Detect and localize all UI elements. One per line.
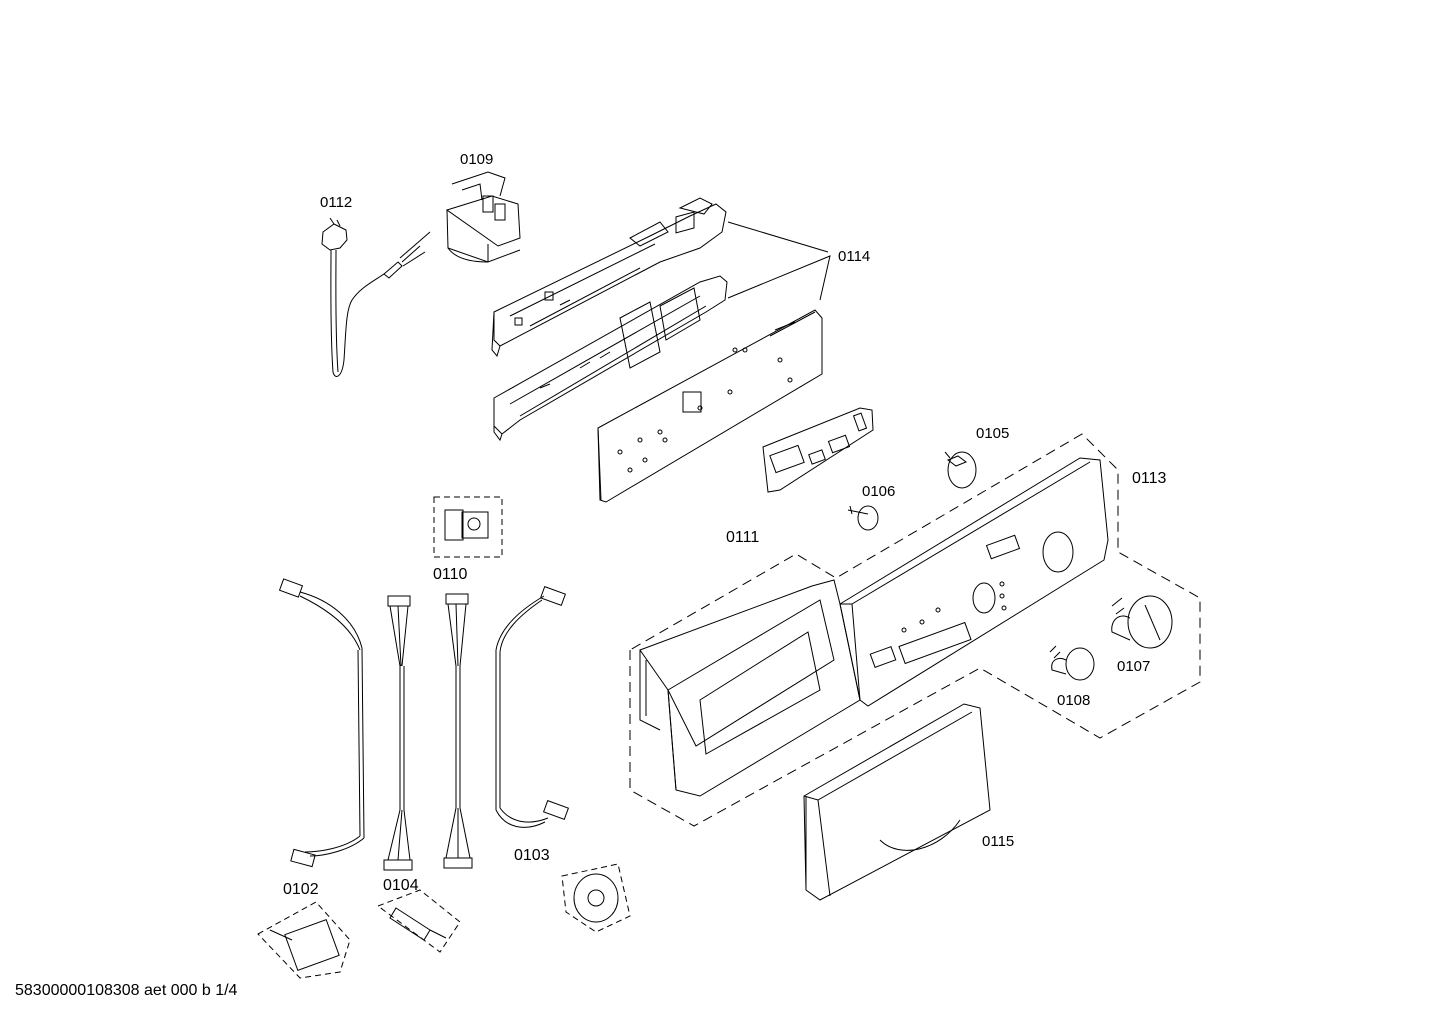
sensor-part (378, 890, 460, 952)
mains-cable-0112 (322, 218, 430, 376)
spring-pin-0106 (848, 506, 878, 530)
label-0115: 0115 (982, 833, 1014, 850)
label-0102: 0102 (283, 881, 319, 898)
label-0107: 0107 (1117, 658, 1150, 675)
label-0110: 0110 (433, 566, 468, 583)
label-0106: 0106 (862, 483, 895, 500)
document-code: 58300000108308 aet 000 b 1/4 (15, 982, 238, 999)
knob-axle-0105 (945, 452, 976, 488)
wiring-harness-0103 (496, 587, 568, 828)
knob-0108 (1050, 646, 1094, 680)
boundary-0113 (630, 434, 1200, 826)
small-part-0110 (434, 497, 502, 557)
module-housing-top-0114 (492, 198, 726, 356)
pump-part (258, 902, 350, 978)
label-0113: 0113 (1132, 470, 1167, 487)
leader-0114 (728, 222, 830, 300)
interference-filter-0109 (447, 172, 520, 262)
wiring-harness-0104 (384, 594, 472, 870)
drawer-frame-0113 (640, 580, 860, 796)
label-0112: 0112 (320, 194, 352, 211)
pressure-switch-part (562, 864, 630, 932)
fascia-panel-0113 (840, 458, 1108, 706)
knob-0107 (1112, 596, 1172, 648)
label-0111: 0111 (726, 529, 759, 546)
label-0105: 0105 (976, 425, 1009, 442)
label-0108: 0108 (1057, 692, 1090, 709)
wiring-harness-0102 (280, 579, 364, 867)
control-board-0114 (598, 212, 822, 502)
label-0109: 0109 (460, 151, 493, 168)
display-board-0111 (763, 408, 873, 492)
label-0114: 0114 (838, 248, 870, 265)
label-0103: 0103 (514, 847, 550, 864)
drawer-handle-0115 (804, 704, 990, 900)
label-0104: 0104 (383, 877, 419, 894)
module-frame-0114 (494, 276, 727, 440)
